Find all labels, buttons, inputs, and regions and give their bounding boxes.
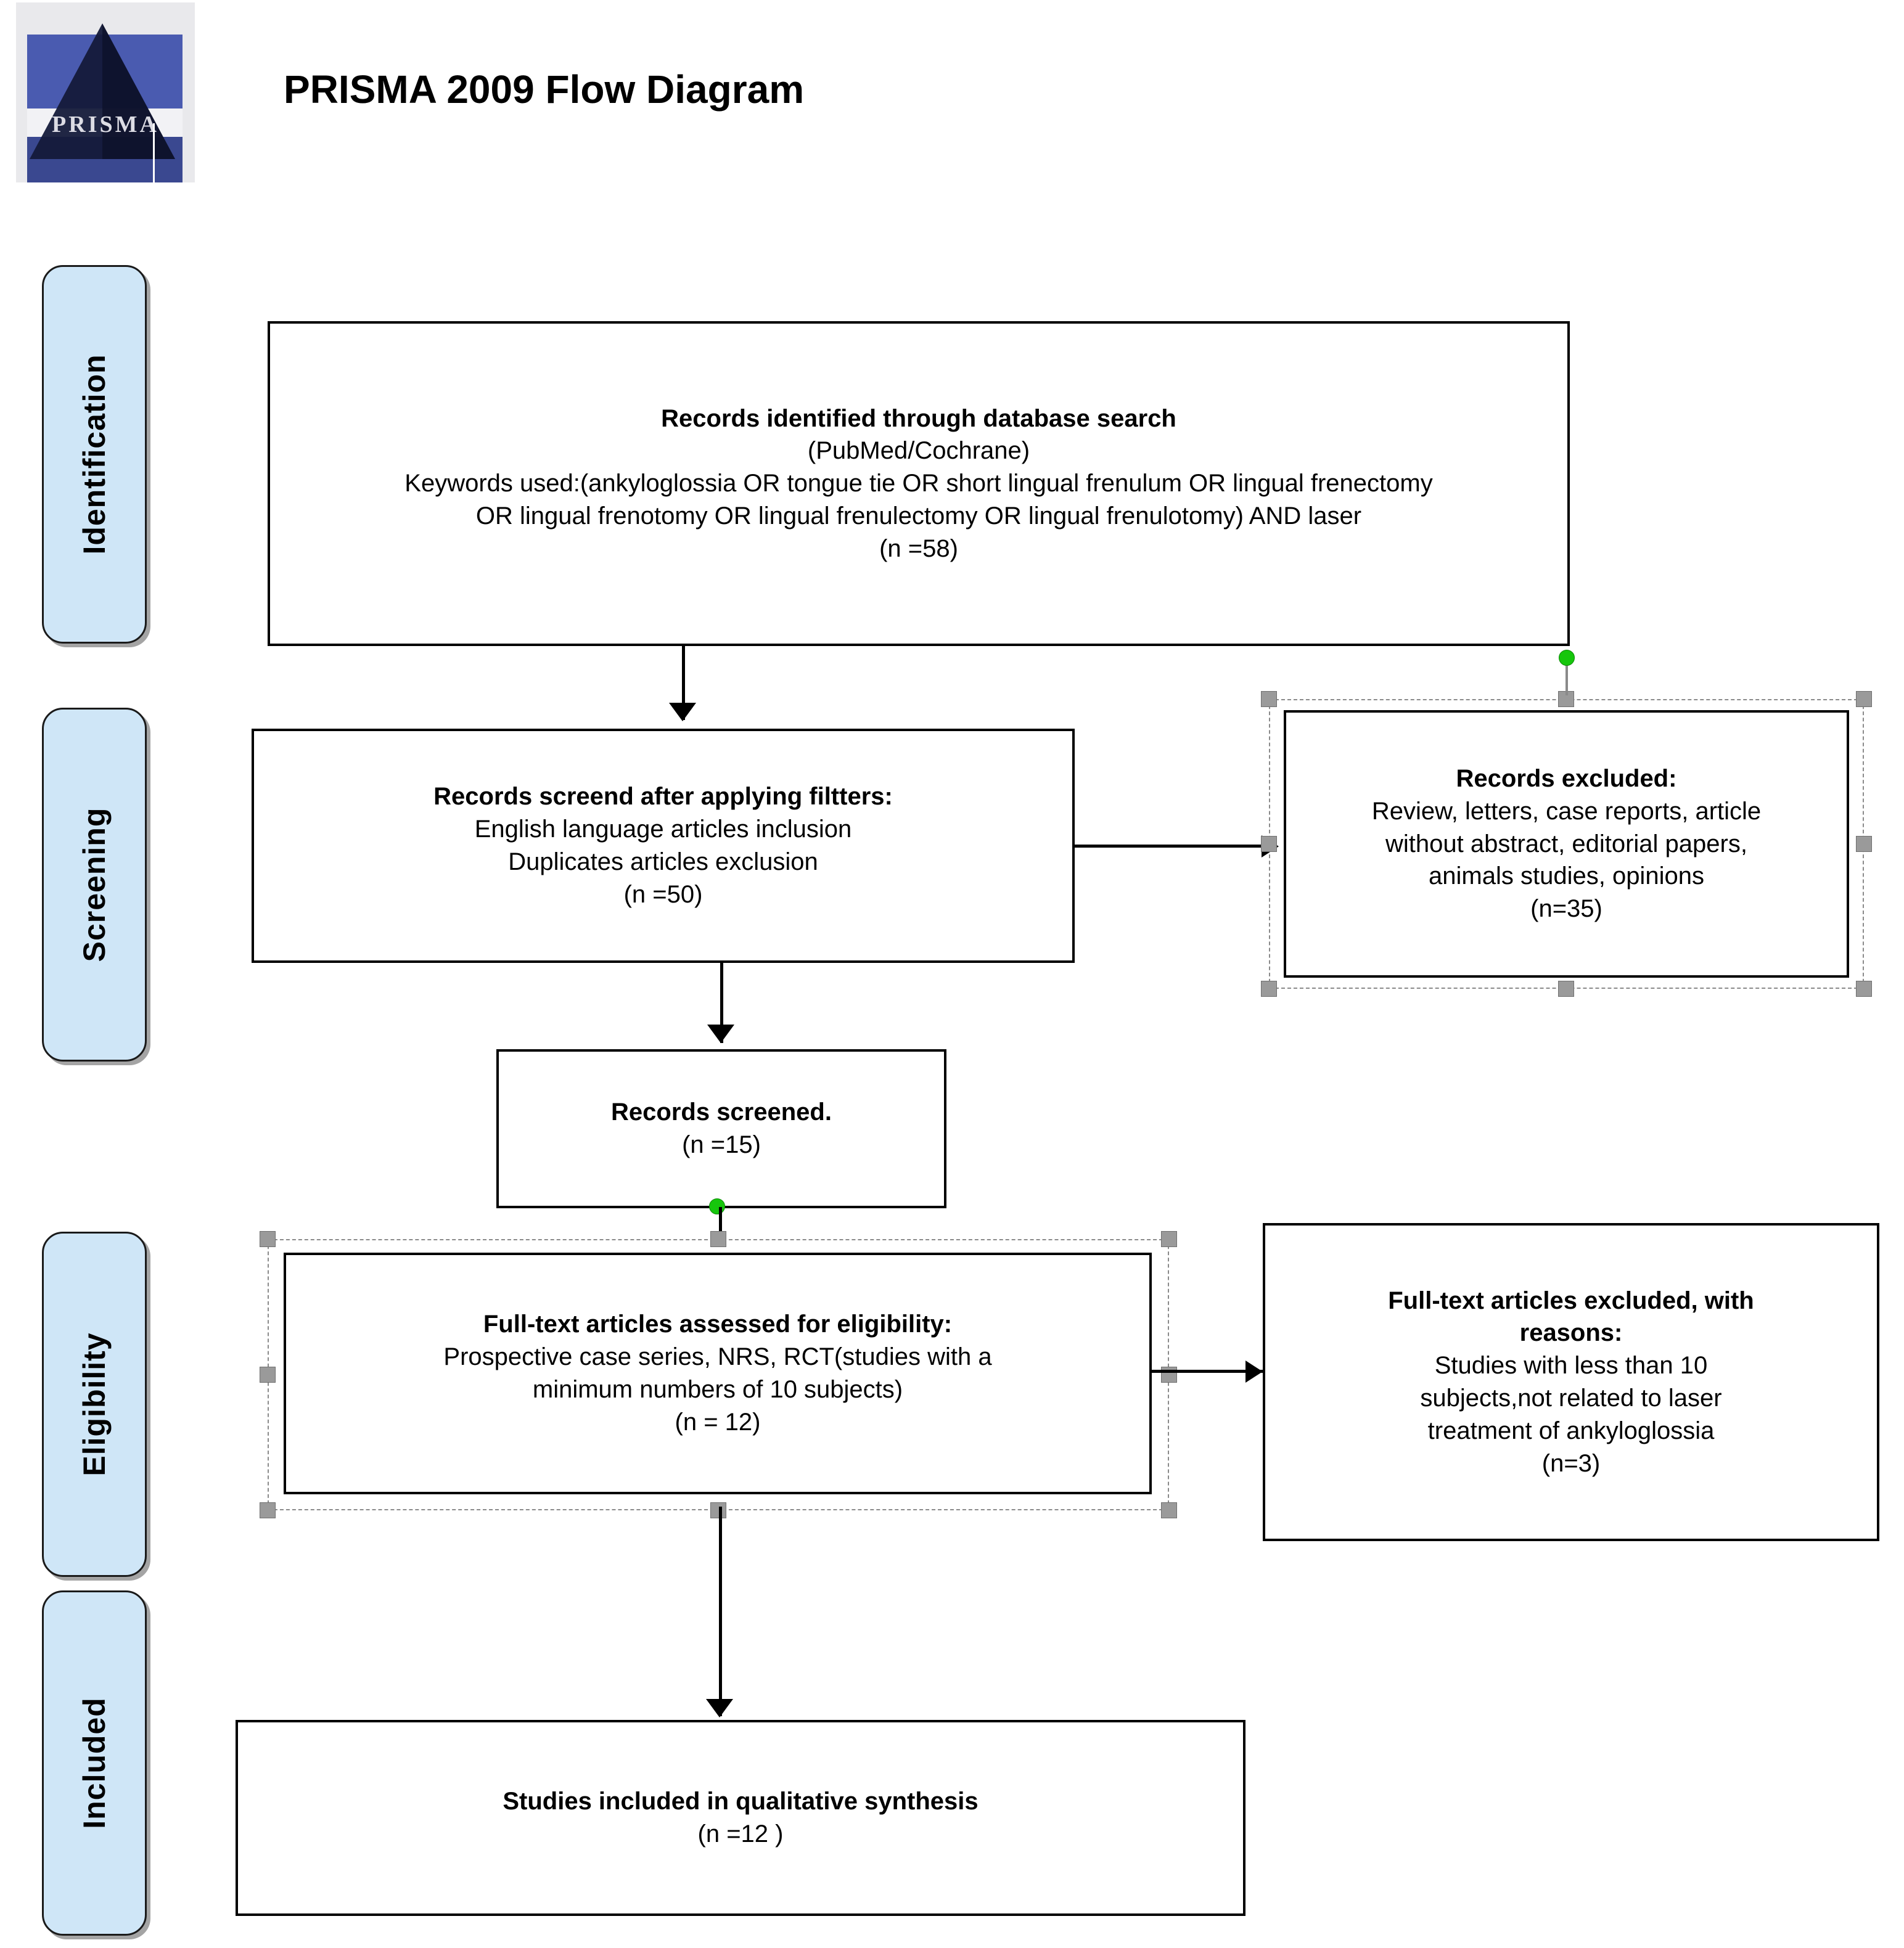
box-records-excluded-line-2: Review, letters, case reports, article bbox=[1371, 797, 1762, 825]
selection-handle-nw-records-excluded[interactable] bbox=[1261, 691, 1277, 707]
box-fulltext-excluded-line-3: Studies with less than 10 bbox=[1434, 1352, 1708, 1380]
box-records-identified-line-1: Records identified through database sear… bbox=[661, 404, 1176, 432]
box-records-identified-line-2: (PubMed/Cochrane) bbox=[807, 437, 1030, 465]
box-records-screend-filters-line-4: (n =50) bbox=[623, 880, 703, 908]
selection-handle-n-fulltext-assessed[interactable] bbox=[710, 1231, 726, 1247]
box-included-qualitative-synthesis[interactable]: Studies included in qualitative synthesi… bbox=[236, 1720, 1245, 1916]
phase-label-eligibility-text: Eligibility bbox=[77, 1332, 112, 1476]
selection-handle-ne-records-excluded[interactable] bbox=[1856, 691, 1872, 707]
connector-records-screened-to-fulltext bbox=[719, 1207, 722, 1244]
arrowhead-fulltext-to-included bbox=[706, 1699, 733, 1717]
box-fulltext-excluded-line-4: subjects,not related to laser bbox=[1420, 1385, 1722, 1412]
box-records-excluded-line-4: animals studies, opinions bbox=[1429, 862, 1704, 890]
phase-label-eligibility: Eligibility bbox=[42, 1232, 147, 1577]
selection-handle-e-fulltext-assessed[interactable] bbox=[1161, 1367, 1177, 1383]
phase-label-screening: Screening bbox=[42, 708, 147, 1062]
rotation-handle-records-excluded[interactable] bbox=[1559, 650, 1575, 666]
prisma-logo: PRISMA bbox=[16, 2, 195, 182]
arrowhead-fulltext-to-fulltext-excluded bbox=[1245, 1361, 1263, 1383]
box-included-qualitative-line-2: (n =12 ) bbox=[697, 1820, 784, 1848]
box-fulltext-excluded-line-1: Full-text articles excluded, with bbox=[1388, 1287, 1754, 1314]
box-records-identified-line-4: OR lingual frenotomy OR lingual frenulec… bbox=[475, 502, 1362, 530]
selection-handle-s-fulltext-assessed[interactable] bbox=[710, 1502, 726, 1518]
box-included-qualitative-line-1: Studies included in qualitative synthesi… bbox=[503, 1788, 979, 1815]
logo-wordmark: PRISMA bbox=[52, 112, 159, 137]
box-fulltext-assessed-line-4: (n = 12) bbox=[675, 1408, 761, 1436]
box-records-screened-line-1: Records screened. bbox=[611, 1099, 832, 1126]
box-records-screened-line-2: (n =15) bbox=[682, 1131, 761, 1158]
rotation-handle-records-screened[interactable] bbox=[709, 1198, 725, 1214]
selection-handle-sw-fulltext-assessed[interactable] bbox=[260, 1502, 276, 1518]
phase-label-included: Included bbox=[42, 1590, 147, 1936]
selection-handle-w-fulltext-assessed[interactable] bbox=[260, 1367, 276, 1383]
box-fulltext-assessed-line-3: minimum numbers of 10 subjects) bbox=[532, 1376, 903, 1403]
box-records-screend-filters-line-3: Duplicates articles exclusion bbox=[508, 848, 818, 875]
box-records-excluded-line-3: without abstract, editorial papers, bbox=[1385, 830, 1747, 857]
selection-handle-nw-fulltext-assessed[interactable] bbox=[260, 1231, 276, 1247]
box-fulltext-excluded[interactable]: Full-text articles excluded, with reason… bbox=[1263, 1223, 1879, 1541]
arrowhead-identified-to-screened bbox=[669, 703, 696, 721]
box-fulltext-excluded-line-2: reasons: bbox=[1519, 1319, 1623, 1347]
connector-fulltext-to-fulltext-excluded bbox=[1152, 1370, 1263, 1373]
box-records-excluded-line-1: Records excluded: bbox=[1456, 765, 1677, 792]
rotation-stem-records-excluded bbox=[1565, 663, 1568, 695]
box-fulltext-excluded-line-6: (n=3) bbox=[1541, 1449, 1601, 1477]
box-records-excluded[interactable]: Records excluded: Review, letters, case … bbox=[1284, 710, 1849, 978]
logo-tick-mark bbox=[153, 123, 155, 182]
selection-handle-sw-records-excluded[interactable] bbox=[1261, 981, 1277, 997]
selection-handle-s-records-excluded[interactable] bbox=[1558, 981, 1574, 997]
box-fulltext-assessed-line-1: Full-text articles assessed for eligibil… bbox=[483, 1311, 953, 1338]
phase-label-identification: Identification bbox=[42, 265, 147, 644]
box-records-identified-line-5: (n =58) bbox=[879, 534, 958, 562]
selection-handle-ne-fulltext-assessed[interactable] bbox=[1161, 1231, 1177, 1247]
box-records-identified[interactable]: Records identified through database sear… bbox=[268, 321, 1570, 646]
box-records-identified-line-3: Keywords used:(ankyloglossia OR tongue t… bbox=[404, 470, 1433, 497]
selection-handle-e-records-excluded[interactable] bbox=[1856, 836, 1872, 852]
box-records-screened[interactable]: Records screened. (n =15) bbox=[496, 1049, 946, 1208]
selection-handle-w-records-excluded[interactable] bbox=[1261, 836, 1277, 852]
phase-label-screening-text: Screening bbox=[77, 807, 112, 962]
page-title: PRISMA 2009 Flow Diagram bbox=[284, 67, 805, 112]
box-fulltext-assessed-line-2: Prospective case series, NRS, RCT(studie… bbox=[443, 1343, 992, 1371]
connector-identified-to-screened bbox=[682, 646, 685, 720]
phase-label-identification-text: Identification bbox=[77, 354, 112, 555]
logo-pyramid-shade-icon bbox=[102, 23, 175, 159]
connector-screened-to-excluded bbox=[1075, 845, 1272, 848]
box-records-screend-filters-line-1: Records screend after applying filtters: bbox=[433, 783, 893, 811]
selection-handle-se-fulltext-assessed[interactable] bbox=[1161, 1502, 1177, 1518]
box-fulltext-excluded-line-5: treatment of ankyloglossia bbox=[1427, 1417, 1715, 1444]
connector-screened-filters-to-records-screened bbox=[720, 963, 723, 1043]
connector-fulltext-to-included bbox=[719, 1507, 722, 1716]
selection-handle-se-records-excluded[interactable] bbox=[1856, 981, 1872, 997]
box-records-screend-filters[interactable]: Records screend after applying filtters:… bbox=[252, 729, 1075, 963]
box-records-excluded-line-5: (n=35) bbox=[1530, 895, 1602, 923]
arrowhead-screened-filters-to-records-screened bbox=[707, 1025, 734, 1043]
box-records-screend-filters-line-2: English language articles inclusion bbox=[474, 816, 852, 843]
phase-label-included-text: Included bbox=[77, 1697, 112, 1829]
box-fulltext-assessed[interactable]: Full-text articles assessed for eligibil… bbox=[284, 1253, 1152, 1494]
